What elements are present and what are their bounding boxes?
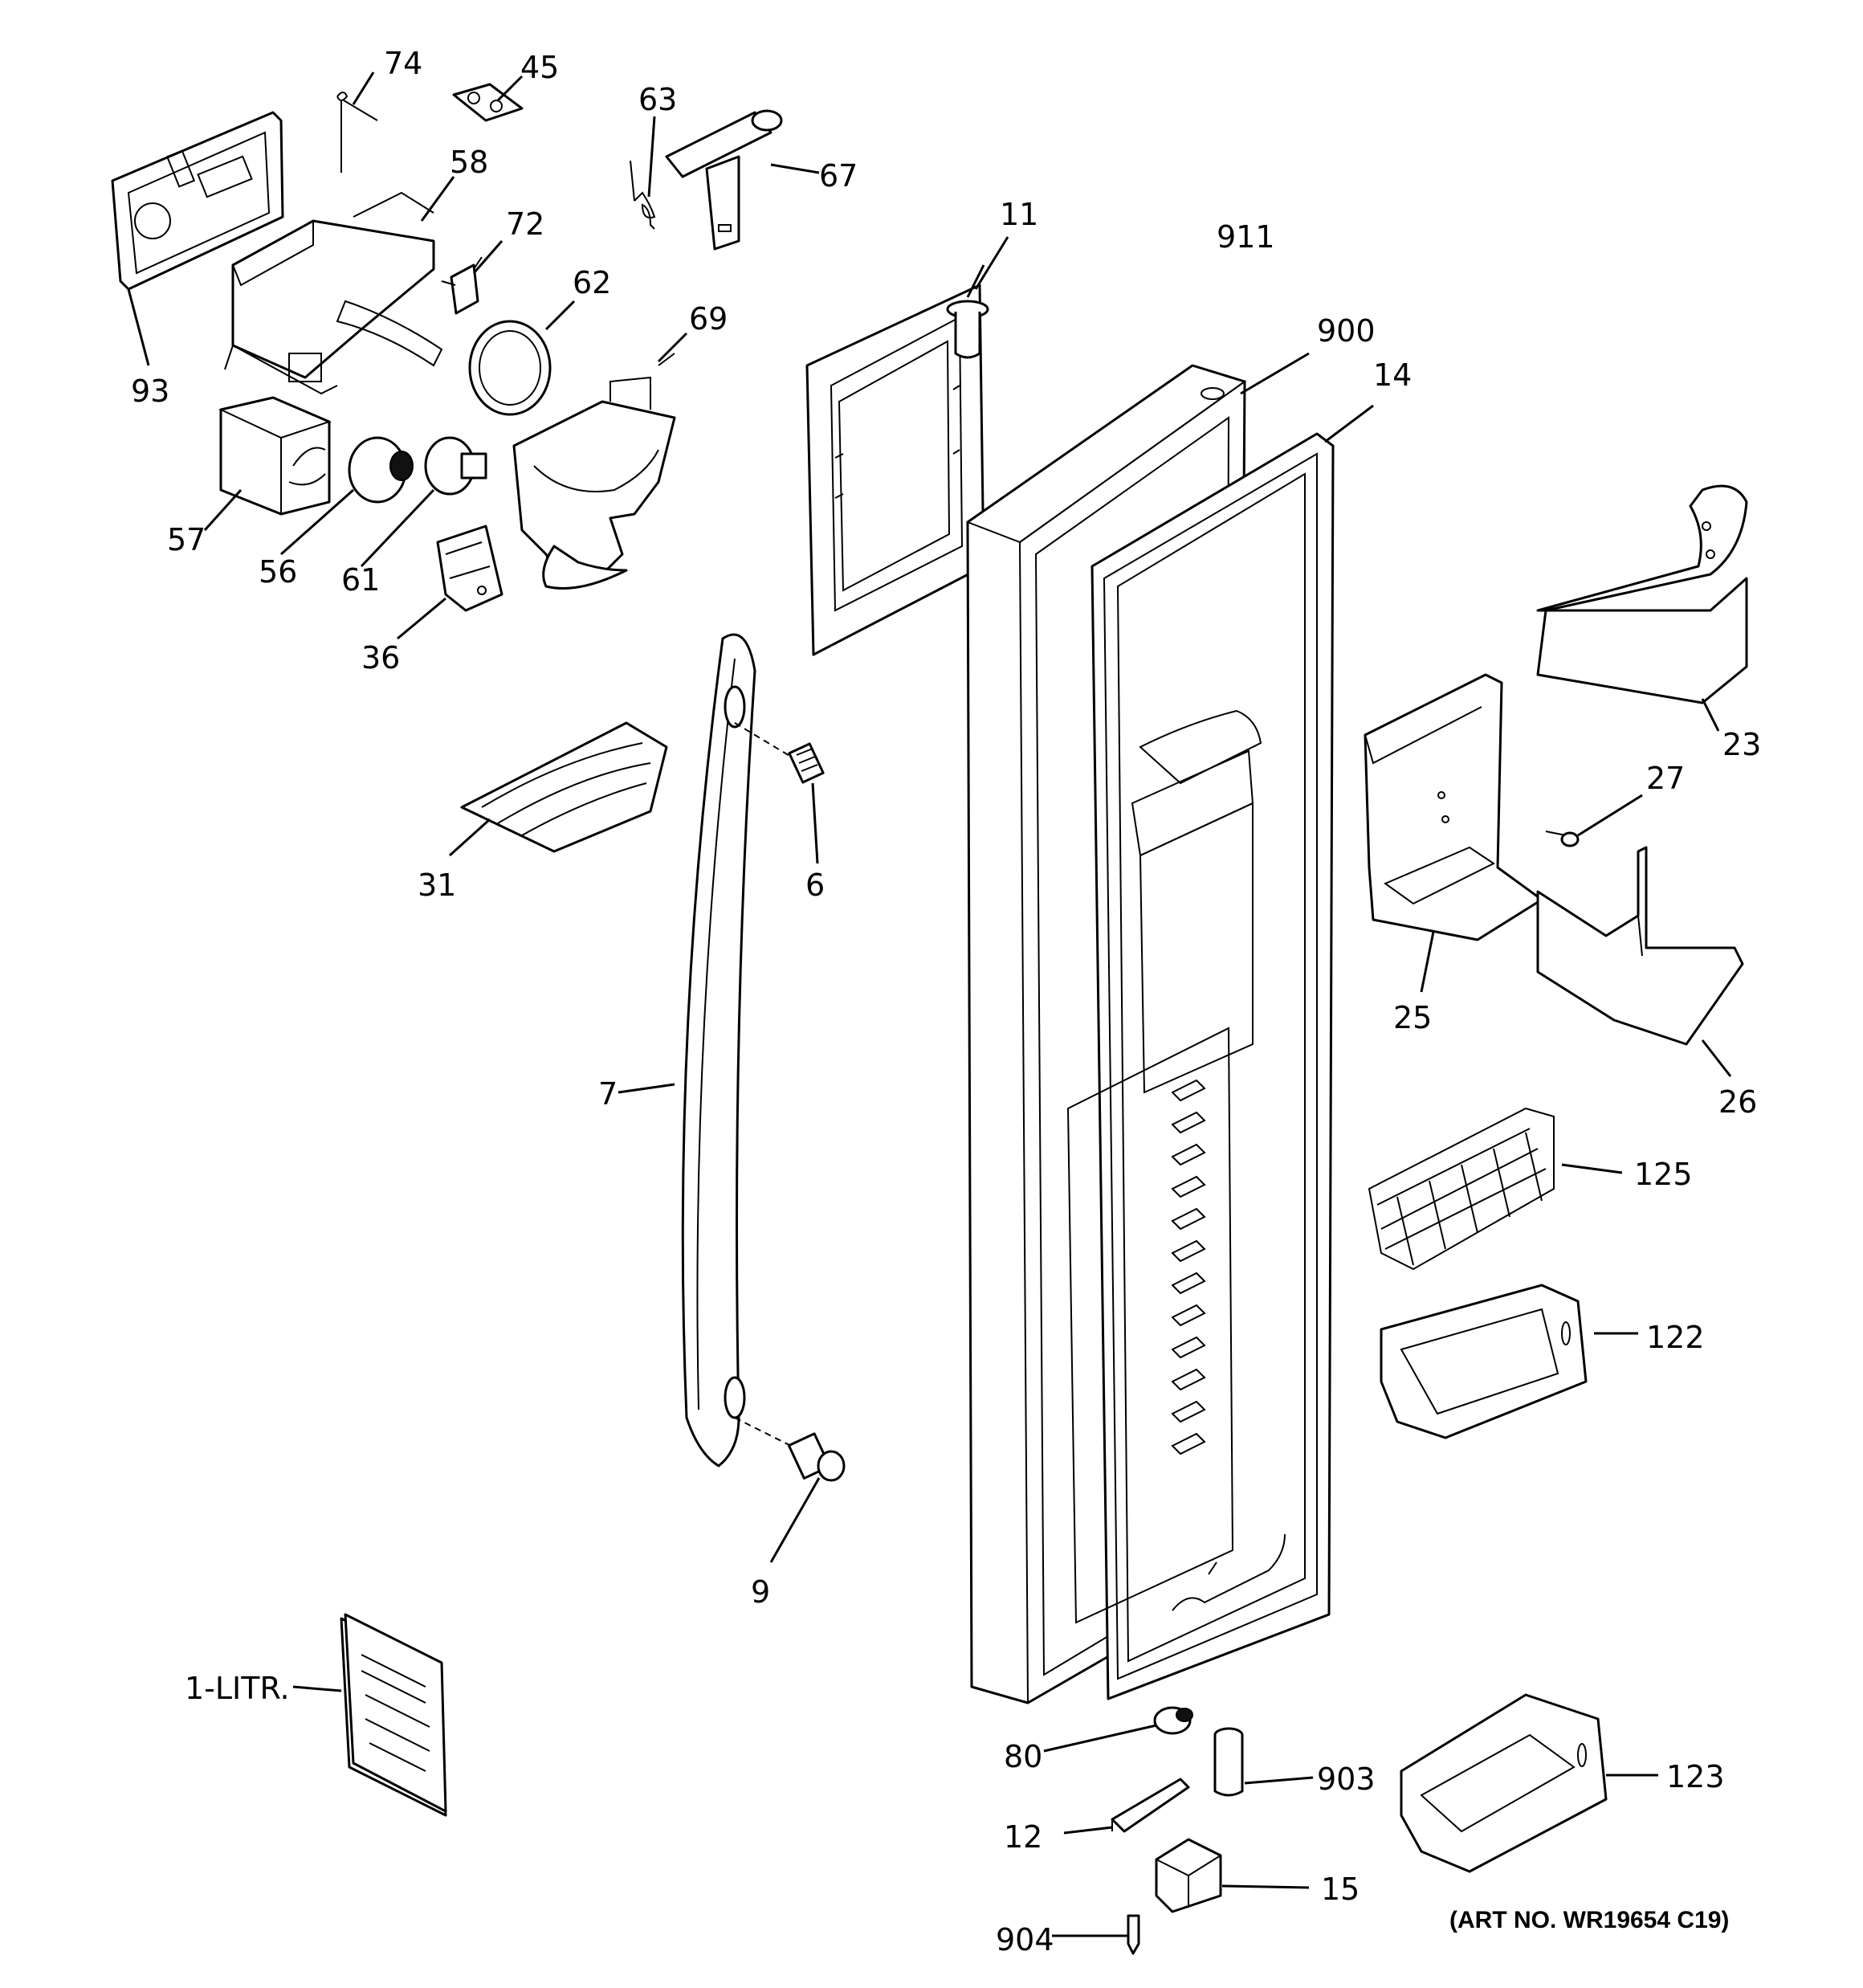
label-31: 31 (418, 867, 456, 903)
part-23-bin-cover (1536, 484, 1748, 704)
part-26-bin (1536, 846, 1744, 1046)
label-26: 26 (1718, 1084, 1757, 1120)
part-903-hinge-pin (1213, 1727, 1244, 1797)
label-80: 80 (1004, 1739, 1042, 1774)
part-56-auger-motor (348, 436, 414, 504)
part-12-shim (1111, 1778, 1190, 1833)
part-61-auger-coupler (424, 436, 487, 496)
part-911-plug (946, 300, 989, 359)
part-123-bin (1400, 1693, 1608, 1873)
label-125: 125 (1634, 1157, 1693, 1192)
label-56: 56 (259, 554, 297, 590)
label-903: 903 (1317, 1761, 1376, 1797)
label-900: 900 (1317, 313, 1376, 349)
label-74: 74 (384, 46, 422, 81)
label-23: 23 (1722, 727, 1761, 762)
part-125-wire-basket (1368, 1107, 1555, 1271)
part-31-drip-tray (460, 721, 668, 853)
label-58: 58 (450, 145, 488, 180)
label-67: 67 (819, 158, 858, 194)
part-80-bushing (1153, 1706, 1193, 1735)
label-25: 25 (1393, 1000, 1432, 1035)
part-62-ring (468, 320, 552, 416)
part-25-dispenser-bracket (1364, 673, 1543, 941)
label-122: 122 (1646, 1320, 1705, 1355)
label-57: 57 (167, 522, 206, 557)
label-15: 15 (1321, 1872, 1360, 1907)
part-15-hinge (1155, 1838, 1222, 1913)
part-11-dispenser-frame (805, 284, 985, 656)
part-904-screw (1127, 1914, 1140, 1955)
label-1-litr: 1-LITR. (185, 1671, 290, 1706)
label-6: 6 (805, 867, 825, 903)
art-number: (ART NO. WR19654 C19) (1449, 1907, 1729, 1933)
part-27-screw (1545, 831, 1580, 847)
label-12: 12 (1004, 1819, 1042, 1855)
part-122-bin (1380, 1284, 1588, 1439)
label-63: 63 (638, 82, 677, 117)
part-7-handle (681, 633, 756, 1468)
part-63-spring (630, 160, 656, 230)
label-61: 61 (341, 562, 380, 598)
part-6-screw (734, 722, 825, 784)
part-57-motor-cover (218, 396, 332, 516)
label-72: 72 (506, 206, 544, 242)
part-14-door-gasket (1066, 432, 1335, 1700)
leader-lines (127, 71, 1732, 1937)
part-58-housing (224, 191, 443, 395)
part-69-ice-chute (512, 353, 676, 590)
label-14: 14 (1373, 357, 1412, 393)
door-shelf-clips (1171, 1079, 1206, 1455)
part-72-switch (441, 256, 483, 315)
part-1-litr-literature (340, 1613, 447, 1817)
label-93: 93 (131, 374, 169, 409)
label-36: 36 (361, 640, 400, 676)
part-45-bracket (452, 83, 524, 122)
part-74-spring (336, 92, 378, 173)
label-904: 904 (996, 1922, 1054, 1957)
label-45: 45 (520, 50, 559, 85)
label-27: 27 (1646, 761, 1685, 796)
label-11: 11 (1000, 197, 1038, 232)
part-36-bracket (436, 525, 503, 612)
label-69: 69 (689, 301, 728, 337)
part-67-lever (665, 109, 783, 251)
part-9-end-cap (734, 1417, 846, 1482)
label-123: 123 (1666, 1759, 1725, 1794)
label-7: 7 (598, 1076, 618, 1112)
callout-labels: 74 45 63 67 58 72 62 69 93 57 56 61 36 1… (131, 46, 1761, 1957)
label-9: 9 (751, 1574, 770, 1610)
part-93-control-panel (111, 111, 284, 291)
label-62: 62 (573, 265, 611, 300)
label-911: 911 (1217, 219, 1275, 255)
